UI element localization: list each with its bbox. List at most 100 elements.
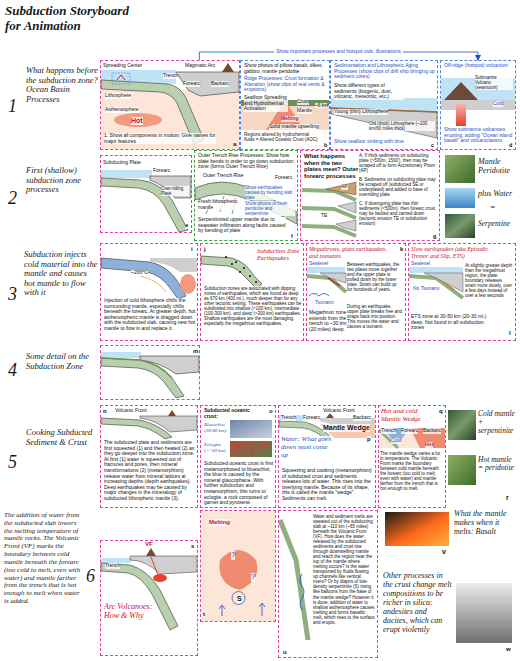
storyboard-panel: What happens when the two plates meet? O…: [300, 150, 440, 241]
illustration-shape: [456, 583, 512, 643]
panel-text: Show different types of sediments (bioge…: [334, 83, 404, 100]
diagram-title: Subduction Storyboard for Animation: [5, 4, 135, 33]
handwritten-note: Other processes in the crust change melt…: [383, 572, 453, 635]
panel-text: Sealevel: [411, 261, 430, 267]
panel-text: Show seafloor sinking with time: [334, 139, 424, 145]
illustration-shape: [153, 574, 167, 582]
illustration-shape: [326, 182, 356, 195]
panel-text: Forearc: [183, 81, 200, 87]
panel-text: Subduction Zone Earthquakes: [257, 247, 301, 261]
illustration-shape: [446, 284, 454, 290]
panel-text: Forearc: [303, 415, 320, 421]
illustration-shape: [180, 274, 196, 294]
illustration-shape: [326, 413, 334, 418]
panel-text: At slightly greater depth than the megat…: [465, 263, 513, 298]
panel-text: No Tsunami: [413, 286, 439, 292]
panel-text: Mantle: [297, 108, 312, 114]
panel-text: Fresh lithospheric mantle: [198, 199, 244, 210]
panel-text: Hot: [425, 442, 433, 448]
panel-text: Show photos of fresh peridotite and serp…: [245, 201, 295, 216]
panel-letter: f: [291, 233, 293, 239]
panel-letter: l: [509, 330, 511, 337]
illustration-shape: [101, 90, 239, 149]
panel-text: Regions altered by hydrothermal fluids =…: [244, 132, 320, 142]
panel-text: Megathrust zone extends from the trench …: [309, 310, 347, 332]
panel-text: Hot: [131, 117, 143, 125]
panel-text: Injection of cold lithosphere chills the…: [104, 298, 196, 332]
panel-text: Volcanic Front: [115, 408, 147, 414]
illustration-shape: [101, 352, 141, 358]
storyboard-panel: Outer Trench Rise Processes: Show how pl…: [194, 150, 298, 241]
panel-text: Forearc: [401, 428, 418, 434]
panel-letter: =: [490, 204, 495, 213]
panel-text: AP: [341, 184, 348, 190]
panel-o-photos: [230, 420, 272, 457]
panel-text: Trench: [381, 428, 396, 434]
rock-photos: [385, 155, 512, 643]
illustration-shape: [280, 520, 308, 640]
panel-letter: q: [439, 408, 443, 415]
panel-text: Trench: [281, 415, 296, 421]
panel-text: The mantle wedge varies a lot in tempera…: [380, 451, 444, 491]
illustration-shape: [101, 358, 172, 378]
panel-text: Outer Trench Rise Processes: Show how pl…: [198, 153, 296, 170]
storyboard-panel: Megathrusts, giant earthquakes, and tsun…: [306, 243, 406, 341]
panel-text: ~200°C: [131, 270, 148, 276]
illustration-shape: [445, 214, 475, 238]
panel-text: Megathrusts, giant earthquakes, and tsun…: [309, 246, 397, 259]
illustration-shape: [101, 170, 152, 178]
panel-text: Arc Volcanoes: How & Why: [104, 603, 156, 621]
panel-text: Forearc: [153, 168, 170, 174]
handwritten-note: The addition of water from the subducted…: [4, 512, 84, 606]
panel-letter: v: [442, 548, 446, 556]
illustration-shape: [309, 294, 329, 297]
panel-letter: e: [185, 222, 188, 229]
handwritten-note: Some detail on the Subduction Zone: [26, 352, 96, 371]
handwritten-note: Cold mantle + serpentinite: [478, 410, 516, 435]
illustration-shape: [409, 267, 463, 273]
panel-text: TE: [321, 213, 327, 219]
panel-text: Submarine Volcano (seamount): [475, 75, 513, 90]
panel-text: B. Sediments on subducting plate may be …: [359, 177, 437, 197]
illustration-shape: [140, 276, 166, 292]
row-number: 1: [8, 96, 17, 116]
illustration-shape: [300, 574, 304, 610]
panel-i-art: [101, 258, 197, 299]
illustration-shape: [243, 267, 245, 269]
illustration-shape: [225, 256, 227, 258]
illustration-shape: [331, 108, 437, 138]
panel-n-art: [101, 410, 197, 439]
handwritten-note: First (shallow) subduction zone processe…: [26, 166, 96, 195]
illustration-shape: [101, 178, 188, 232]
illustration-shape: [140, 416, 197, 432]
panel-text: Outer Trench Rise: [203, 173, 244, 179]
panel-j-art: [201, 256, 262, 288]
row-number: 6: [86, 566, 95, 586]
panel-letter: S: [237, 595, 242, 603]
illustration-shape: [176, 72, 239, 96]
illustration-shape: [146, 548, 156, 556]
panel-letter: b: [324, 142, 327, 148]
illustration-shape: [222, 63, 234, 72]
illustration-shape: [151, 557, 158, 575]
illustration-shape: [444, 82, 478, 100]
illustration-shape: [201, 511, 275, 621]
illustration-shape: [239, 271, 241, 273]
panel-text: Old (thick) Lithosphere (~100 km/60 mile…: [369, 121, 435, 131]
panel-letter: s: [191, 543, 194, 550]
illustration-shape: [237, 446, 240, 449]
handwritten-note: Serpentine: [478, 220, 516, 228]
handwritten-note: Hot mantle = peridotite: [478, 456, 516, 473]
panel-text: Show earthquakes caused by bending slab …: [245, 185, 295, 200]
arrow-label: Show important processes and hotspot vid…: [274, 49, 403, 55]
panel-text: Sedimentation and Lithospheric Aging Pro…: [334, 63, 436, 80]
illustration-shape: [445, 155, 475, 183]
panel-letter: o: [269, 408, 273, 415]
illustration-shape: [219, 550, 257, 590]
panel-u-art: [280, 520, 308, 640]
storyboard-panel: Off-ridge (hotspot) volcanismSubmarine V…: [440, 60, 516, 150]
illustration-shape: [235, 261, 237, 263]
panel-a-art: [101, 63, 239, 149]
panel-text: Over-riding Plate: [161, 186, 189, 196]
